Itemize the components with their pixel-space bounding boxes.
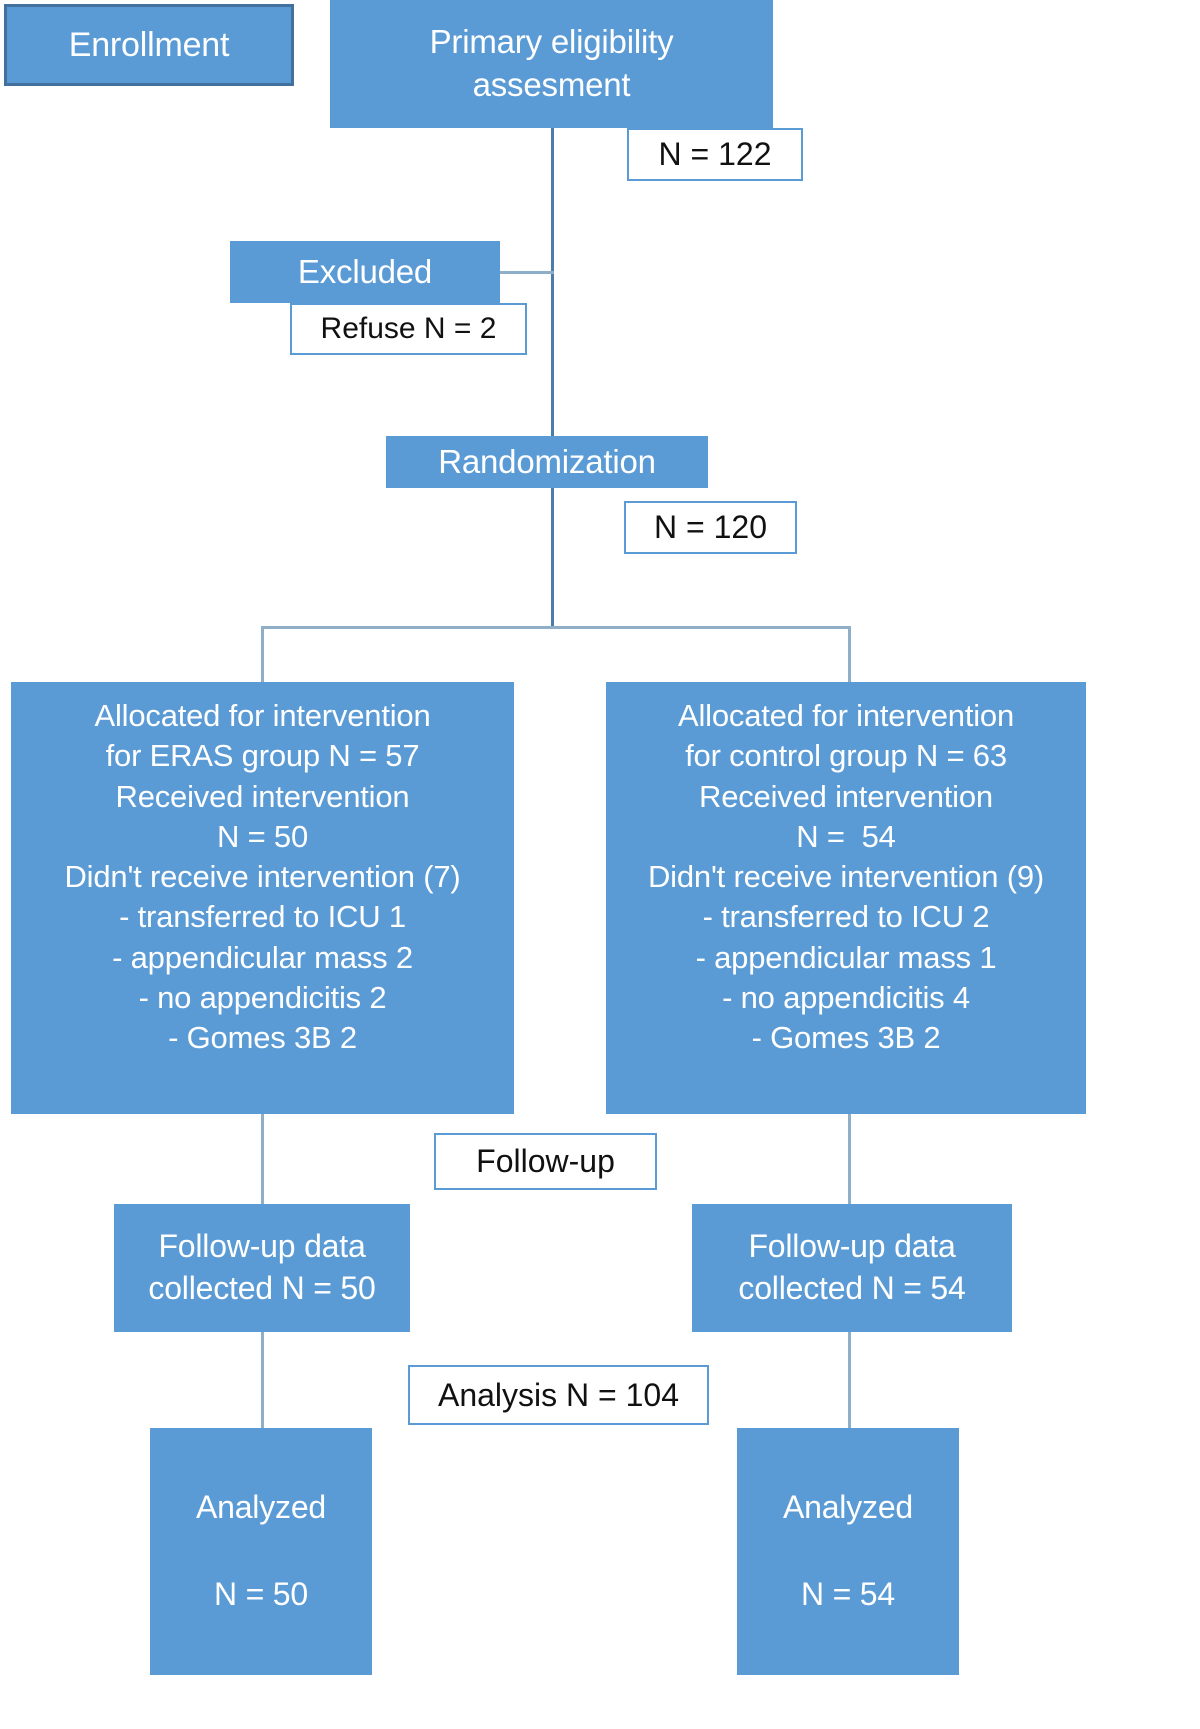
followup-stage-label: Follow-up [476, 1143, 615, 1179]
eras-alloc-line-3: Received intervention [115, 778, 410, 814]
eras-alloc-line-2: for ERAS group N = 57 [105, 738, 420, 774]
node-control-allocation: Allocated for intervention for control g… [606, 682, 1086, 1114]
eras-analyzed-line-1: Analyzed [195, 1488, 327, 1525]
analysis-stage-label: Analysis N = 104 [437, 1376, 679, 1413]
eras-alloc-line-7: - appendicular mass 2 [112, 939, 413, 975]
callout-excluded-reason: Refuse N = 2 [290, 303, 527, 355]
stage-label-followup: Follow-up [434, 1133, 657, 1190]
eligibility-line-1: Primary eligibility [429, 23, 674, 61]
enrollment-label: Enrollment [68, 25, 230, 64]
eras-alloc-line-9: - Gomes 3B 2 [168, 1020, 357, 1056]
eras-alloc-line-5: Didn't receive intervention (7) [64, 859, 461, 895]
control-alloc-line-3: Received intervention [699, 778, 993, 814]
eligibility-line-2: assesment [472, 66, 631, 103]
excluded-label: Excluded [297, 252, 433, 290]
control-alloc-line-6: - transferred to ICU 2 [702, 899, 990, 935]
randomization-label: Randomization [438, 442, 656, 480]
eras-alloc-line-8: - no appendicitis 2 [138, 980, 387, 1016]
node-control-analyzed: Analyzed N = 54 [737, 1428, 959, 1675]
eras-analyzed-line-2: N = 50 [214, 1576, 308, 1613]
connector-control-followup-to-analyzed [848, 1332, 851, 1428]
node-eras-analyzed: Analyzed N = 50 [150, 1428, 372, 1675]
node-excluded: Excluded [230, 241, 500, 303]
eras-alloc-line-4: N = 50 [217, 818, 308, 854]
control-analyzed-line-1: Analyzed [782, 1488, 914, 1525]
eras-followup-line-2: collected N = 50 [148, 1270, 376, 1306]
control-followup-line-1: Follow-up data [748, 1228, 956, 1265]
node-control-followup: Follow-up data collected N = 54 [692, 1204, 1012, 1332]
connector-allocation-split [262, 626, 850, 629]
node-eras-allocation: Allocated for intervention for ERAS grou… [11, 682, 514, 1114]
connector-control-alloc-to-followup [848, 1114, 851, 1205]
control-alloc-line-7: - appendicular mass 1 [695, 939, 997, 975]
eras-followup-line-1: Follow-up data [158, 1228, 366, 1265]
eras-alloc-line-1: Allocated for intervention [94, 698, 431, 733]
control-alloc-line-9: - Gomes 3B 2 [751, 1020, 941, 1056]
control-analyzed-line-2: N = 54 [801, 1576, 895, 1613]
control-followup-line-2: collected N = 54 [738, 1270, 966, 1306]
connector-randomization-to-split [551, 487, 554, 627]
stage-label-enrollment: Enrollment [4, 4, 294, 86]
randomization-count-label: N = 120 [654, 509, 767, 545]
control-alloc-line-4: N = 54 [796, 818, 896, 854]
callout-randomization-count: N = 120 [624, 501, 797, 554]
connector-split-to-eras [261, 626, 264, 682]
excluded-reason-label: Refuse N = 2 [320, 312, 497, 345]
node-primary-eligibility: Primary eligibility assesment [330, 0, 773, 128]
node-randomization: Randomization [386, 436, 708, 488]
connector-split-to-control [848, 626, 851, 682]
control-alloc-line-1: Allocated for intervention [678, 698, 1014, 733]
connector-eras-followup-to-analyzed [261, 1332, 264, 1428]
eras-alloc-line-6: - transferred to ICU 1 [119, 899, 406, 935]
eligibility-count-label: N = 122 [658, 136, 772, 172]
node-eras-followup: Follow-up data collected N = 50 [114, 1204, 410, 1332]
stage-label-analysis: Analysis N = 104 [408, 1365, 709, 1425]
connector-eras-alloc-to-followup [261, 1114, 264, 1205]
connector-eligibility-to-randomization [551, 128, 554, 438]
control-alloc-line-2: for control group N = 63 [685, 738, 1007, 774]
control-alloc-line-5: Didn't receive intervention (9) [647, 859, 1044, 895]
connector-excluded-branch [497, 271, 554, 274]
control-alloc-line-8: - no appendicitis 4 [722, 980, 970, 1016]
callout-eligibility-count: N = 122 [627, 128, 803, 181]
